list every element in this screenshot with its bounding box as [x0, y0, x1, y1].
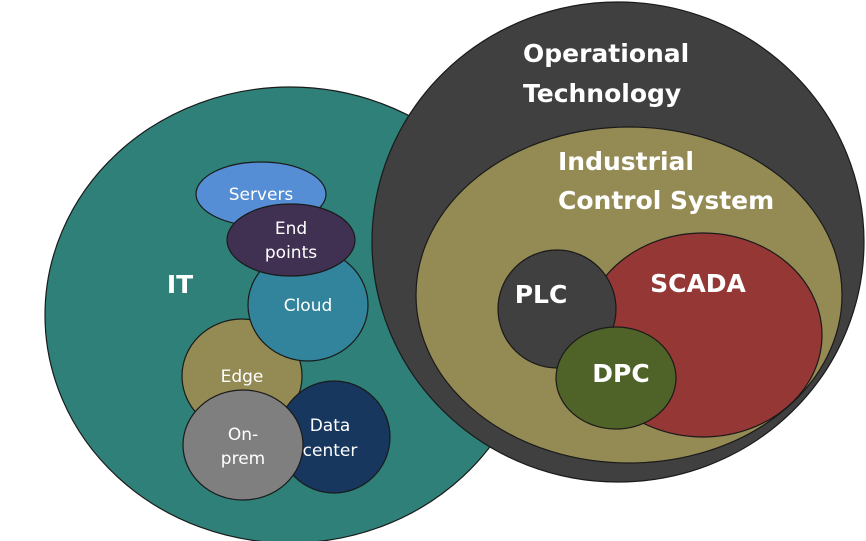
ot-label-line1: Operational — [523, 39, 689, 68]
endpoints-ellipse — [226, 203, 356, 277]
ics-label-line2: Control System — [558, 186, 774, 215]
plc-label: PLC — [515, 280, 568, 309]
ics-label-line1: Industrial — [558, 147, 694, 176]
dpc-label: DPC — [592, 359, 649, 388]
datacenter-label-line2: center — [303, 441, 358, 461]
ot-label-line2: Technology — [523, 79, 681, 108]
endpoints-label-line2: points — [265, 243, 317, 263]
onprem-label-line2: prem — [221, 449, 265, 469]
onprem-circle — [182, 389, 304, 501]
edge-label: Edge — [221, 367, 264, 387]
it-label: IT — [167, 270, 193, 299]
servers-label: Servers — [229, 185, 294, 205]
cloud-label: Cloud — [284, 296, 333, 316]
dpc-ellipse — [555, 326, 677, 430]
scada-label: SCADA — [650, 269, 746, 298]
datacenter-label-line1: Data — [310, 416, 351, 436]
endpoints-label-line1: End — [275, 219, 307, 239]
onprem-label-line1: On- — [228, 425, 258, 445]
